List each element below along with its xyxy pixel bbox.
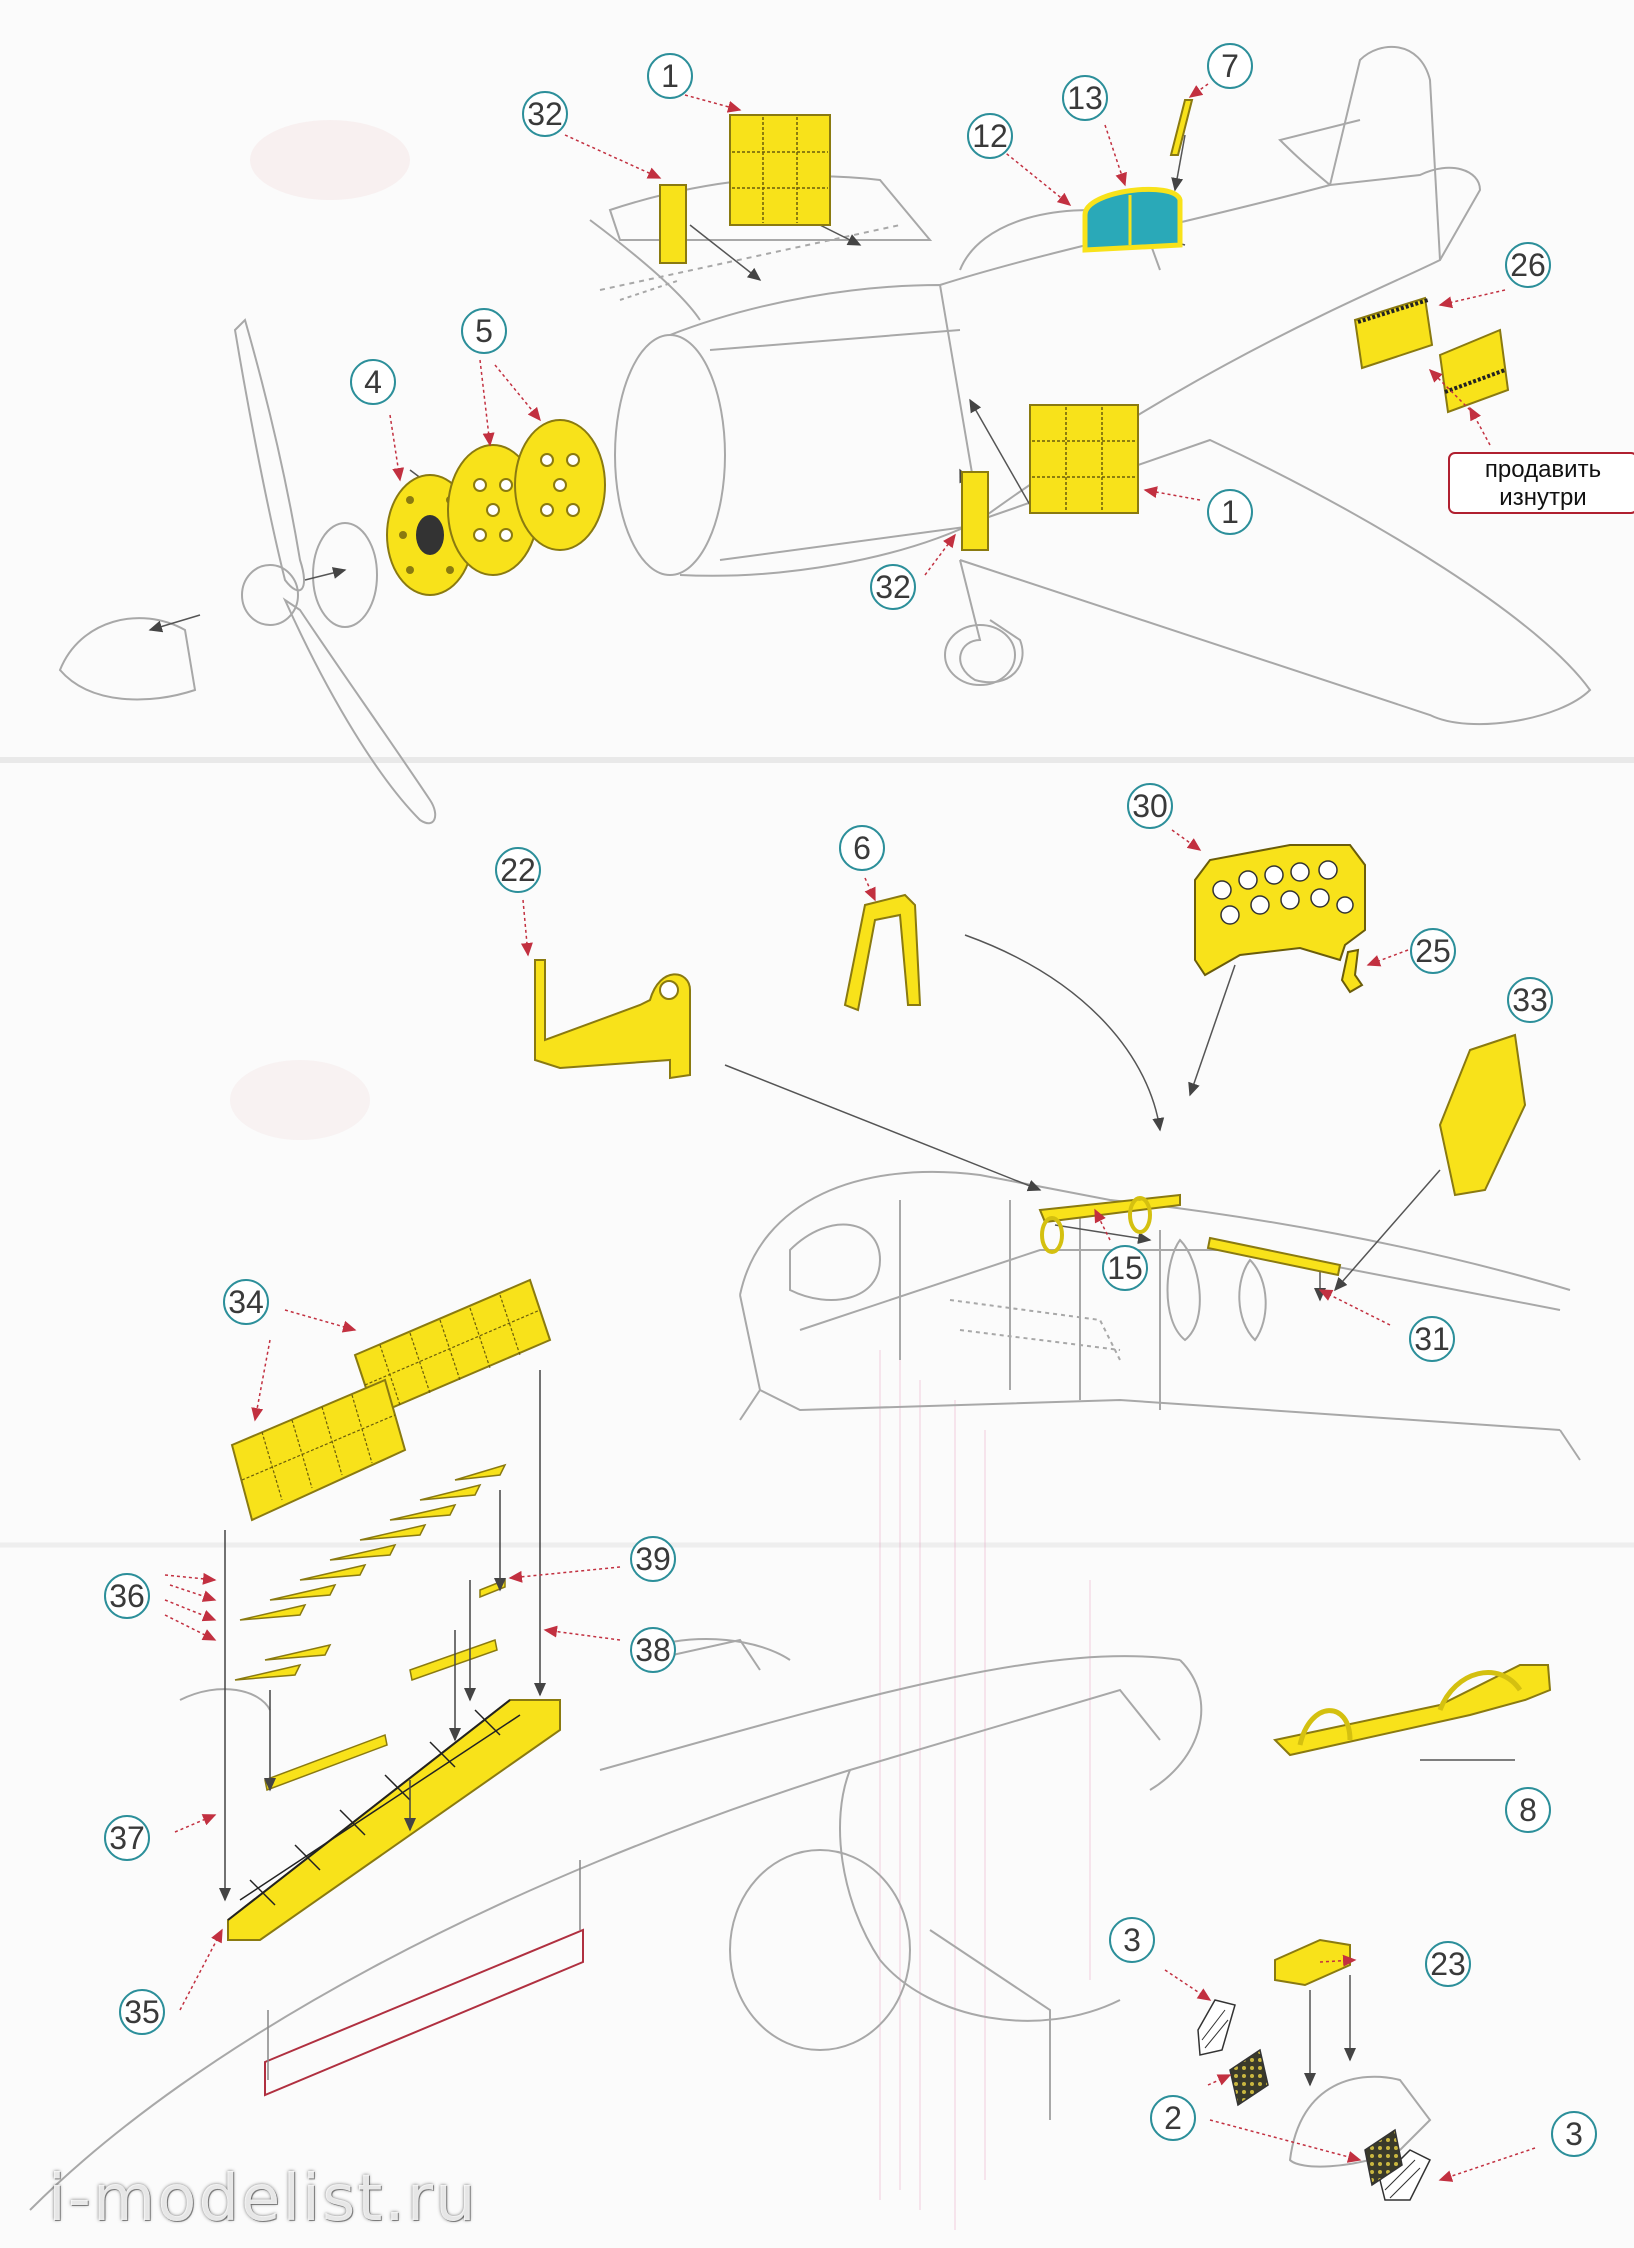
bay-reference-frame bbox=[267, 1860, 581, 2080]
svg-text:31: 31 bbox=[1414, 1321, 1450, 1357]
svg-text:25: 25 bbox=[1415, 933, 1451, 969]
callout-c30: 30 bbox=[1127, 783, 1173, 829]
part-1-upper-grille-panel bbox=[729, 114, 831, 226]
svg-text:4: 4 bbox=[364, 364, 382, 400]
part-32-lower-strip bbox=[961, 471, 989, 551]
part-8-frame bbox=[1272, 1664, 1552, 1757]
part-5-cog-plates bbox=[447, 419, 606, 576]
cowl-outline bbox=[1288, 2075, 1432, 2168]
callout-c13: 13 bbox=[1062, 75, 1108, 121]
callout-c37: 37 bbox=[104, 1815, 150, 1861]
svg-text:22: 22 bbox=[500, 852, 536, 888]
callout-c1b: 1 bbox=[1207, 489, 1253, 535]
callout-c8: 8 bbox=[1505, 1787, 1551, 1833]
svg-text:35: 35 bbox=[124, 1994, 160, 2030]
part-2-grilles bbox=[1229, 2048, 1403, 2187]
svg-text:30: 30 bbox=[1132, 788, 1168, 824]
svg-text:2: 2 bbox=[1164, 2100, 1182, 2136]
part-33-armor-plate bbox=[1438, 1033, 1527, 1197]
callout-c32a: 32 bbox=[522, 91, 568, 137]
svg-text:33: 33 bbox=[1512, 982, 1548, 1018]
part-34-upper-flaps bbox=[230, 1278, 552, 1522]
callout-c26: 26 bbox=[1505, 242, 1551, 288]
callout-c32b: 32 bbox=[870, 564, 916, 610]
part-15-pins bbox=[1038, 1193, 1181, 1254]
part-35-flap-box bbox=[227, 1699, 561, 1941]
svg-text:7: 7 bbox=[1221, 48, 1239, 84]
callout-c15: 15 bbox=[1102, 1245, 1148, 1291]
watermark: i-modelist.ru bbox=[48, 2162, 478, 2236]
svg-text:15: 15 bbox=[1107, 1250, 1143, 1286]
svg-text:34: 34 bbox=[228, 1284, 264, 1320]
press-from-inside-note: продавить изнутри bbox=[1448, 452, 1634, 514]
part-36-ribs bbox=[234, 1463, 507, 1681]
svg-text:6: 6 bbox=[853, 830, 871, 866]
part-25-lever bbox=[1340, 948, 1364, 994]
callout-c23: 23 bbox=[1425, 1941, 1471, 1987]
svg-text:26: 26 bbox=[1510, 247, 1546, 283]
part-3-vents bbox=[1197, 1999, 1432, 2201]
callout-c38: 38 bbox=[630, 1627, 676, 1673]
svg-text:37: 37 bbox=[109, 1820, 145, 1856]
svg-text:13: 13 bbox=[1067, 80, 1103, 116]
svg-text:32: 32 bbox=[875, 569, 911, 605]
wing-outline-bottom bbox=[29, 1638, 1203, 2211]
svg-text:3: 3 bbox=[1565, 2116, 1583, 2152]
note-line-2: изнутри bbox=[1499, 484, 1587, 511]
callout-c33: 33 bbox=[1507, 977, 1553, 1023]
note-line-1: продавить bbox=[1484, 456, 1602, 483]
callout-c34: 34 bbox=[223, 1279, 269, 1325]
cockpit-frame-outline bbox=[739, 1171, 1581, 1461]
part-13-canopy-mask bbox=[1082, 186, 1183, 253]
svg-text:36: 36 bbox=[109, 1578, 145, 1614]
svg-text:5: 5 bbox=[475, 313, 493, 349]
callout-c5: 5 bbox=[461, 308, 507, 354]
svg-text:32: 32 bbox=[527, 96, 563, 132]
part-22-bracket bbox=[534, 959, 691, 1080]
callout-c2: 2 bbox=[1150, 2095, 1196, 2141]
part-7-strip bbox=[1169, 99, 1194, 156]
part-1-lower-grille-panel bbox=[1029, 404, 1139, 514]
bay-reference-outline bbox=[264, 1928, 584, 2097]
callout-c35: 35 bbox=[119, 1989, 165, 2035]
svg-text:23: 23 bbox=[1430, 1946, 1466, 1982]
callout-circles: 1 32 12 13 7 26 4 5 1 32 22 6 30 25 33 1… bbox=[104, 43, 1597, 2157]
svg-text:39: 39 bbox=[635, 1541, 671, 1577]
callout-c3b: 3 bbox=[1551, 2111, 1597, 2157]
part-38-strip bbox=[409, 1639, 498, 1681]
svg-text:1: 1 bbox=[661, 58, 679, 94]
callout-c36: 36 bbox=[104, 1573, 150, 1619]
svg-text:12: 12 bbox=[972, 118, 1008, 154]
callout-c25: 25 bbox=[1410, 928, 1456, 974]
assembly-leaders-middle bbox=[724, 934, 1441, 1302]
callout-c6: 6 bbox=[839, 825, 885, 871]
part-30-instrument-panel bbox=[1194, 844, 1366, 977]
part-26-louvres bbox=[1353, 296, 1510, 414]
callout-c39: 39 bbox=[630, 1536, 676, 1582]
svg-text:38: 38 bbox=[635, 1632, 671, 1668]
callout-c3a: 3 bbox=[1109, 1917, 1155, 1963]
assembly-leaders-flaps bbox=[219, 1370, 546, 1902]
callout-c1a: 1 bbox=[647, 53, 693, 99]
part-31-rail bbox=[1206, 1236, 1342, 1277]
callout-c31: 31 bbox=[1409, 1316, 1455, 1362]
svg-text:3: 3 bbox=[1123, 1922, 1141, 1958]
part-32-upper-strip bbox=[659, 184, 687, 264]
callout-c7: 7 bbox=[1207, 43, 1253, 89]
part-6-frame-strip bbox=[843, 893, 922, 1012]
callout-leaders bbox=[164, 83, 1536, 2182]
callout-c12: 12 bbox=[967, 113, 1013, 159]
callout-c4: 4 bbox=[350, 359, 396, 405]
callout-c22: 22 bbox=[495, 847, 541, 893]
assembly-leaders-cowl bbox=[1304, 1975, 1356, 2087]
svg-text:8: 8 bbox=[1519, 1792, 1537, 1828]
svg-text:1: 1 bbox=[1221, 494, 1239, 530]
